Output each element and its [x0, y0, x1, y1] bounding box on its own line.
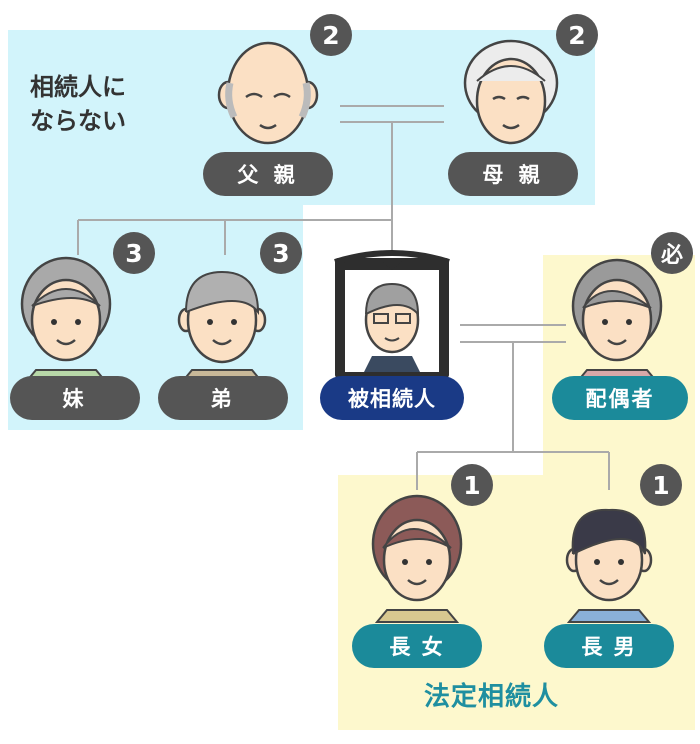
mother-portrait	[463, 39, 559, 145]
daughter-label: 長 女	[352, 624, 482, 668]
sister-label: 妹	[10, 376, 140, 420]
son-rank-badge: 1	[640, 464, 682, 506]
non-heirs-caption-line1: 相続人に	[30, 73, 126, 101]
daughter-rank-badge: 1	[451, 464, 493, 506]
father-portrait	[217, 41, 319, 145]
spouse-label: 配偶者	[552, 376, 688, 420]
father-label: 父 親	[203, 152, 333, 196]
spouse-required-badge: 必	[651, 232, 693, 274]
sister-portrait	[20, 256, 112, 383]
son-label: 長 男	[544, 624, 674, 668]
sister-rank-badge: 3	[113, 232, 155, 274]
non-heirs-caption-line2: ならない	[30, 107, 126, 135]
daughter-portrait	[371, 494, 463, 623]
legal-heirs-caption: 法定相続人	[424, 682, 560, 712]
brother-label: 弟	[158, 376, 288, 420]
father-rank-badge: 2	[310, 14, 352, 56]
brother-portrait	[177, 270, 267, 383]
non-heirs-caption: 相続人に ならない	[30, 70, 126, 138]
son-portrait	[565, 508, 653, 623]
mother-rank-badge: 2	[556, 14, 598, 56]
brother-rank-badge: 3	[260, 232, 302, 274]
mother-label: 母 親	[448, 152, 578, 196]
memorial-frame	[334, 250, 450, 378]
deceased-label: 被相続人	[320, 376, 464, 420]
spouse-portrait	[571, 258, 663, 383]
